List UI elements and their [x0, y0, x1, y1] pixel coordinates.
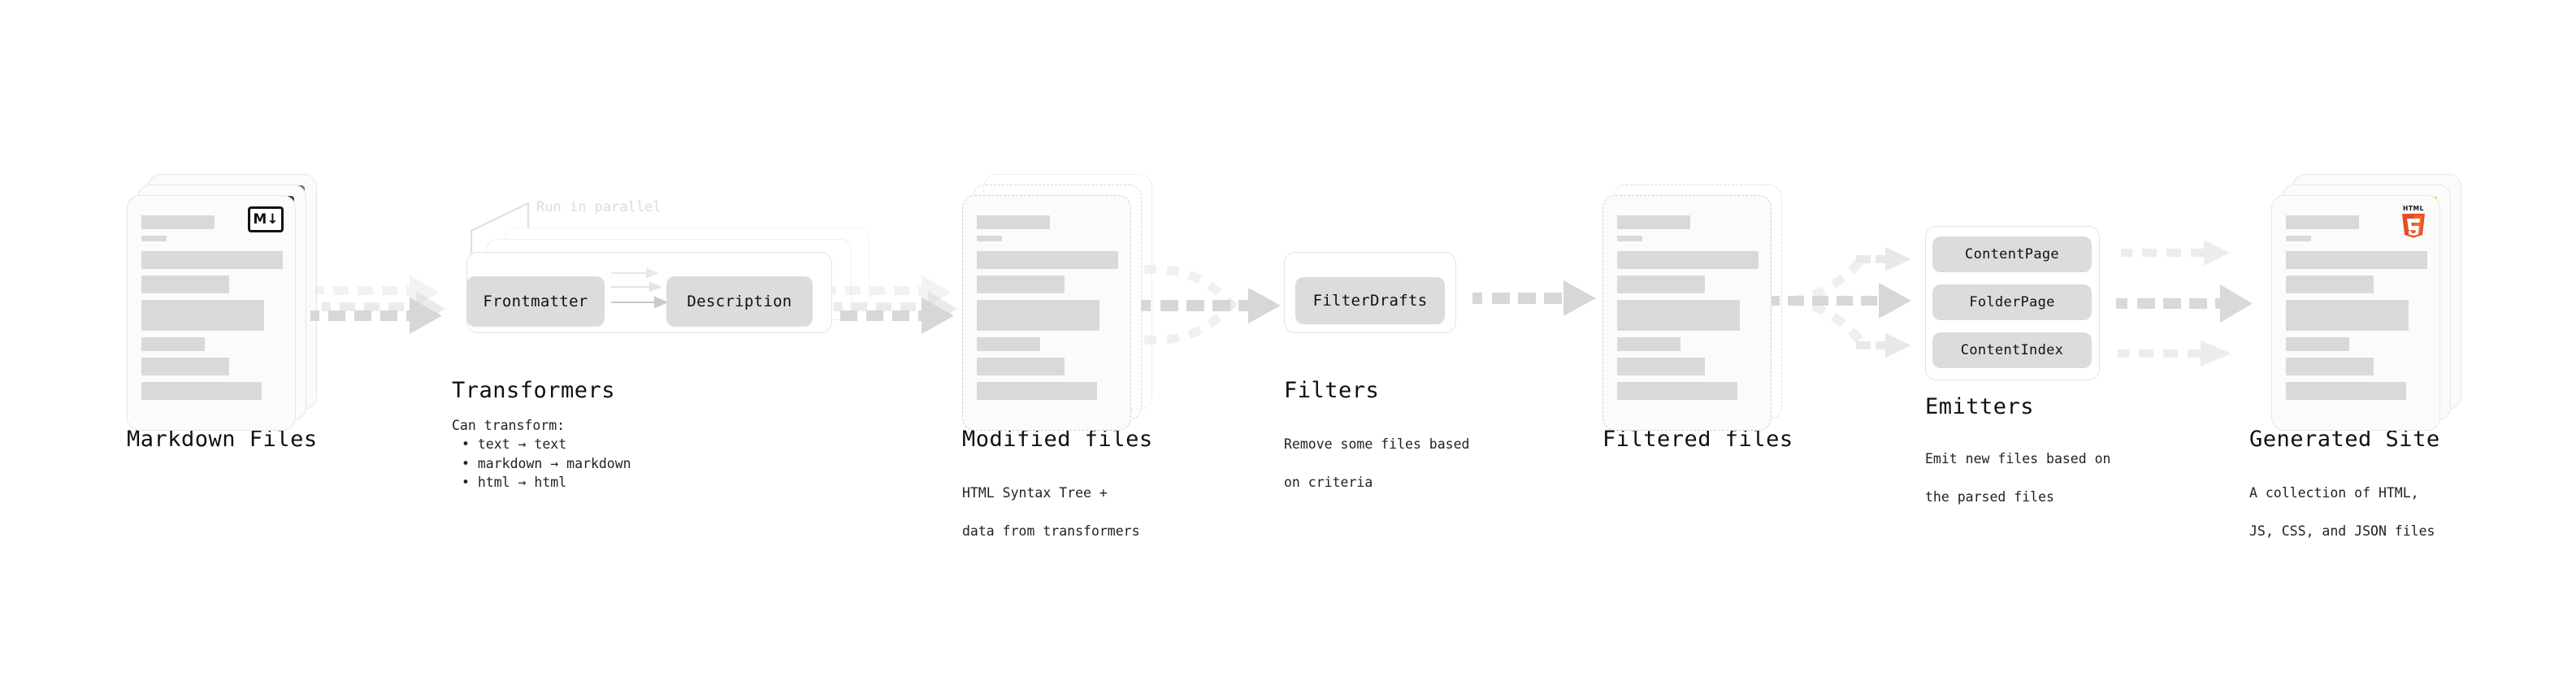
emitters-caption: Emit new files based on the parsed files: [1925, 431, 2110, 526]
document-placeholder-lines: [141, 215, 283, 406]
markdown-files-title: Markdown Files: [127, 427, 318, 452]
transformers-caption: Can transform: • text → text • markdown …: [452, 416, 631, 492]
html5-badge: HTML: [2399, 203, 2428, 238]
emitter-chip-folderpage[interactable]: FolderPage: [1932, 284, 2092, 320]
filtered-files-card-stack: [1602, 184, 1782, 431]
filters-caption-line: on criteria: [1284, 475, 1373, 491]
emitters-caption-line: the parsed files: [1925, 489, 2054, 505]
filters-caption: Remove some files based on criteria: [1284, 416, 1469, 511]
generated-site-caption-line: A collection of HTML,: [2249, 485, 2419, 501]
generated-site-caption-line: JS, CSS, and JSON files: [2249, 523, 2435, 540]
filtered-file-card-front: [1602, 195, 1772, 431]
svg-text:HTML: HTML: [2403, 205, 2424, 212]
emitter-chip-contentindex[interactable]: ContentIndex: [1932, 332, 2092, 368]
document-placeholder-lines: [1617, 215, 1759, 406]
emitters-title: Emitters: [1925, 394, 2035, 419]
modified-files-caption-line: data from transformers: [962, 523, 1140, 540]
filters-caption-line: Remove some files based: [1284, 436, 1470, 453]
markdown-file-card-front: M↓: [127, 195, 296, 431]
modified-files-title: Modified files: [962, 427, 1153, 452]
transformers-caption-line: • markdown → markdown: [462, 455, 631, 471]
document-placeholder-lines: [977, 215, 1118, 406]
arrow-md-to-transformers: [310, 275, 445, 334]
transformer-chip-description[interactable]: Description: [666, 276, 813, 327]
arrow-filters-to-filtered: [1472, 280, 1596, 316]
transformer-chip-frontmatter[interactable]: Frontmatter: [466, 276, 605, 327]
modified-file-card-front: [962, 195, 1131, 431]
filters-title: Filters: [1284, 378, 1380, 403]
generated-site-caption: A collection of HTML, JS, CSS, and JSON …: [2249, 465, 2435, 560]
emitter-chip-contentpage[interactable]: ContentPage: [1932, 236, 2092, 272]
html-file-card: HTML: [2271, 195, 2440, 431]
document-placeholder-lines: [2286, 215, 2427, 406]
transformers-caption-line: • html → html: [462, 475, 567, 491]
modified-files-card-stack: [962, 174, 1152, 431]
arrow-filtered-to-emitters: [1772, 247, 1911, 358]
transformers-caption-line: Can transform:: [452, 418, 566, 433]
transformers-title: Transformers: [452, 378, 616, 403]
markdown-files-card-stack: M↓ M↓ M↓: [127, 174, 317, 431]
generated-site-card-stack: CSS HTML: [2271, 174, 2461, 431]
arrow-modified-to-filters: [1141, 264, 1281, 345]
run-in-parallel-brace: [470, 202, 530, 257]
transformers-caption-line: • text → text: [462, 436, 567, 453]
arrow-transformers-to-modified: [822, 275, 957, 334]
html5-badge-glyph: HTML: [2402, 205, 2425, 238]
filtered-files-title: Filtered files: [1602, 427, 1793, 452]
generated-site-title: Generated Site: [2249, 427, 2440, 452]
transformer-inner-arrows: [611, 267, 669, 309]
filter-chip-filterdrafts[interactable]: FilterDrafts: [1295, 277, 1445, 324]
modified-files-caption-line: HTML Syntax Tree +: [962, 485, 1108, 501]
run-in-parallel-label: Run in parallel: [536, 199, 661, 215]
arrow-emitters-to-site: [2116, 240, 2253, 367]
emitters-caption-line: Emit new files based on: [1925, 451, 2111, 467]
markdown-badge: M↓: [248, 206, 284, 232]
modified-files-caption: HTML Syntax Tree + data from transformer…: [962, 465, 1140, 560]
